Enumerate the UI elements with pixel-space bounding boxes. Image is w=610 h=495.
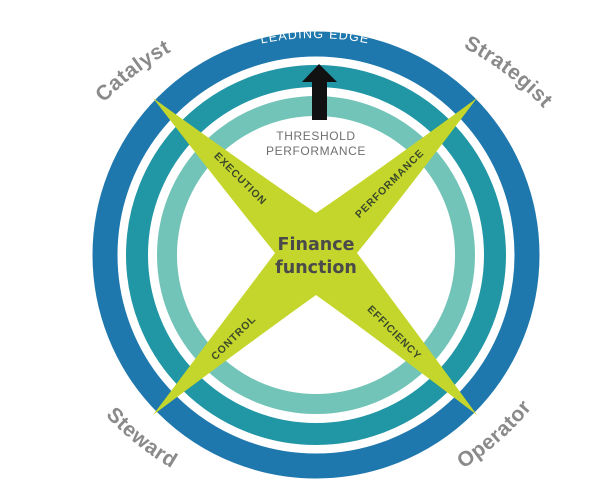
- leading-edge-label: LEADING EDGE: [259, 27, 371, 47]
- finance-cross-shape: [153, 98, 477, 415]
- threshold-label-line2: PERFORMANCE: [266, 144, 366, 158]
- threshold-label-line1: THRESHOLD: [276, 129, 355, 143]
- center-label-line2: function: [275, 258, 357, 278]
- center-label-line1: Finance: [278, 235, 355, 255]
- up-arrow-icon: [302, 64, 337, 120]
- outer-ring: [92, 31, 540, 479]
